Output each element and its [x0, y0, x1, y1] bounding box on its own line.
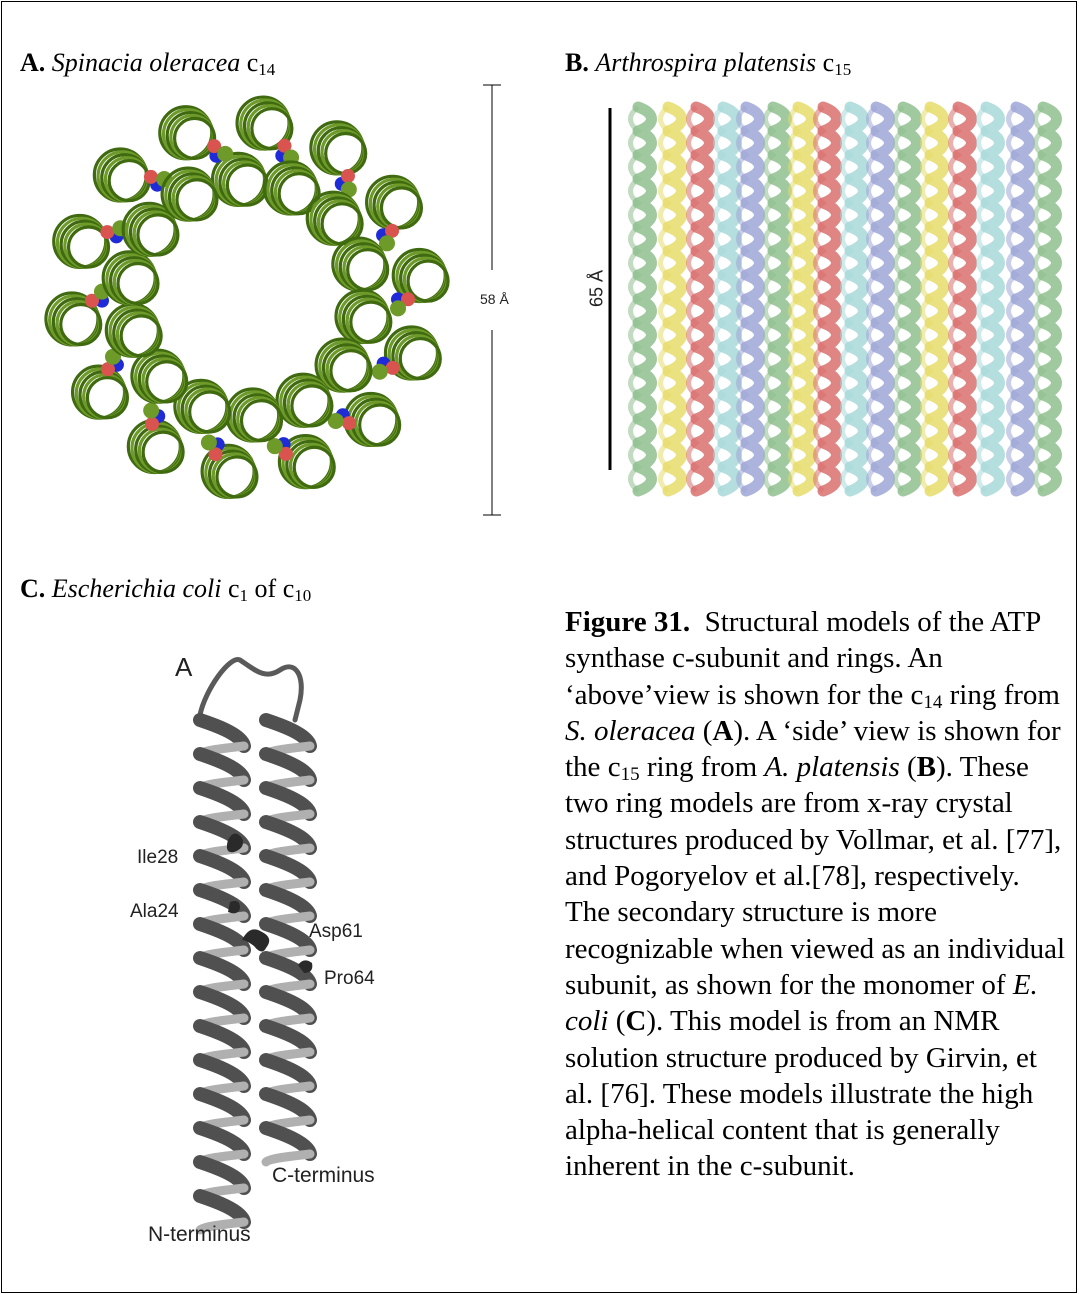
panel-b-label: B. Arthrospira platensis c15 — [565, 48, 851, 78]
c14-ring-structure-image — [30, 80, 470, 520]
scale-label-65: 65 Å — [587, 259, 608, 319]
panel-a-label: A. Spinacia oleracea c14 — [20, 48, 275, 78]
figure-caption: Figure 31. Structural models of the ATP … — [565, 604, 1070, 1185]
panel-c-inset-letter: A — [175, 652, 192, 683]
c-terminus-label: C-terminus — [272, 1164, 375, 1188]
scale-label-58: 58 Å — [480, 291, 509, 307]
residue-label-ala24: Ala24 — [130, 901, 179, 923]
c15-ring-structure-image — [618, 92, 1078, 512]
residue-label-asp61: Asp61 — [309, 921, 363, 943]
caption-title: Figure 31. — [565, 606, 690, 638]
panel-c-label: C. Escherichia coli c1 of c10 — [20, 574, 311, 604]
n-terminus-label: N-terminus — [148, 1223, 251, 1247]
residue-label-ile28: Ile28 — [137, 847, 178, 869]
residue-label-pro64: Pro64 — [324, 968, 375, 990]
